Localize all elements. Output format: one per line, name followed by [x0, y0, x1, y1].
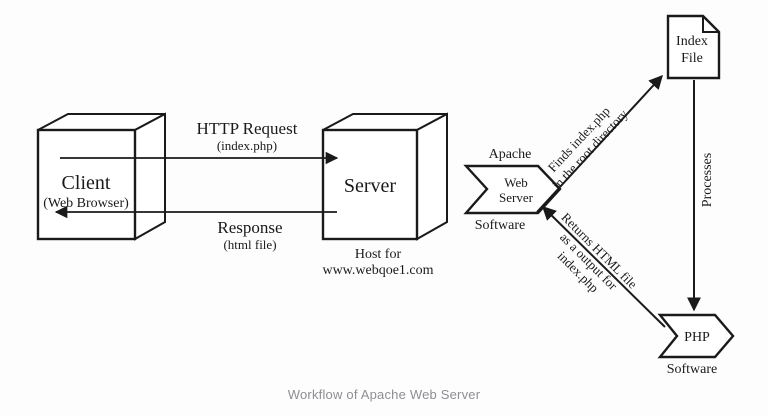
client-subtitle: (Web Browser): [43, 196, 129, 211]
web-server-title-1: Web: [504, 175, 528, 190]
response-label-1: Response: [217, 218, 282, 237]
index-file-title-1: Index: [676, 34, 708, 49]
server-box-front-face: [321, 128, 419, 241]
client-box-front-face: [36, 128, 137, 241]
client-title: Client: [62, 172, 111, 194]
web-server-label-above: Apache: [489, 147, 532, 162]
node-index-file[interactable]: Index File: [666, 14, 721, 80]
node-php[interactable]: PHP Software: [657, 313, 735, 377]
php-label-below: Software: [667, 362, 718, 377]
server-title: Server: [344, 175, 397, 197]
server-host-line-1: Host for: [355, 247, 402, 262]
finds-index-arrow-line: [536, 74, 663, 213]
php-title: PHP: [684, 330, 710, 345]
edge-http-request: HTTP Request (index.php): [60, 119, 339, 165]
http-request-label-2: (index.php): [217, 138, 277, 153]
web-server-chevron-shape: [463, 164, 562, 215]
processes-label: Processes: [700, 153, 715, 207]
server-host-line-2: www.webqoe1.com: [322, 263, 433, 278]
node-client[interactable]: Client (Web Browser): [36, 112, 166, 241]
diagram-caption: Workflow of Apache Web Server: [287, 387, 481, 402]
index-file-title-2: File: [681, 51, 703, 66]
returns-html-arrow-line: [542, 206, 666, 328]
edge-finds-index: Finds index.php in the root directory: [536, 74, 663, 213]
edge-processes: Processes: [687, 80, 715, 312]
php-chevron-shape: [657, 313, 735, 359]
index-file-folded-corner: [702, 16, 719, 33]
http-request-label-1: HTTP Request: [197, 119, 298, 138]
web-server-title-2: Server: [499, 190, 534, 205]
node-server[interactable]: Server Host for www.webqoe1.com: [321, 112, 448, 278]
edge-returns-html: Returns HTML file as a output for index.…: [542, 206, 666, 328]
client-box-side-face: [134, 112, 166, 241]
edge-response: Response (html file): [54, 205, 337, 252]
response-label-2: (html file): [223, 237, 276, 252]
web-server-label-below: Software: [475, 218, 526, 233]
node-web-server[interactable]: Apache Web Server Software: [463, 147, 562, 233]
server-box-side-face: [416, 112, 448, 241]
